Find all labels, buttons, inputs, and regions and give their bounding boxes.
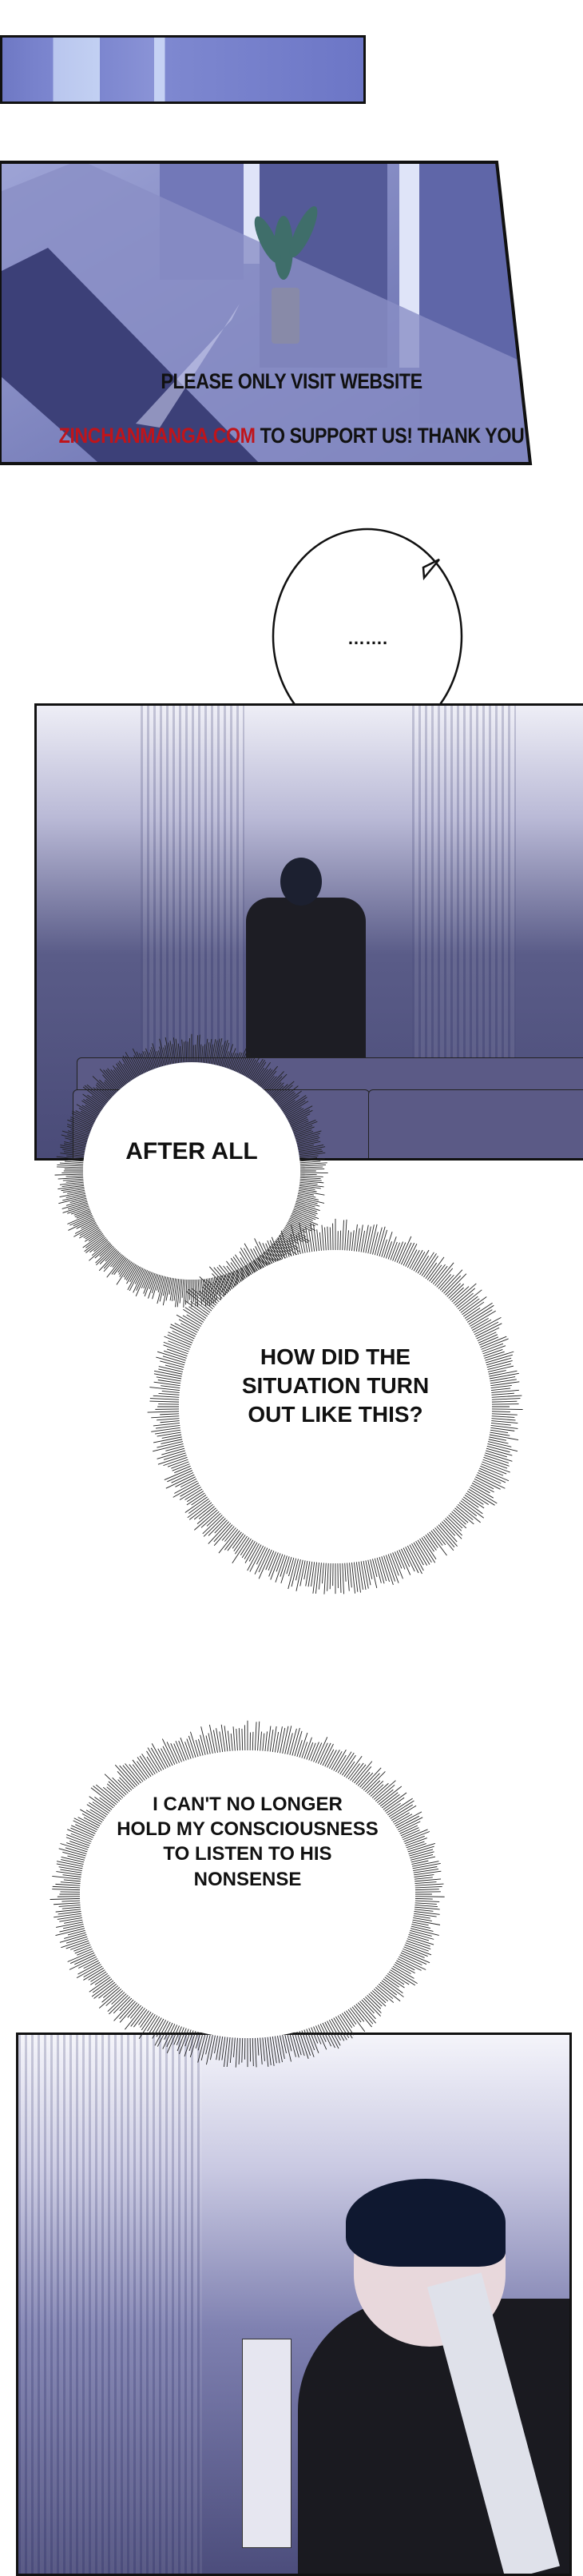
site-link[interactable]: ZINCHANMANGA.COM bbox=[58, 424, 256, 448]
text-line: NONSENSE bbox=[193, 1868, 302, 1890]
text-line: HOLD MY CONSCIOUSNESS bbox=[117, 1818, 379, 1841]
man-back bbox=[246, 898, 366, 1065]
bubble-body bbox=[179, 1250, 492, 1563]
man-hair bbox=[346, 2179, 506, 2267]
thought-bubble-cant bbox=[50, 1720, 445, 2068]
text-line: I CAN'T NO LONGER bbox=[153, 1794, 343, 1815]
bubble-body bbox=[80, 1750, 415, 2038]
thought-bubble-after-all bbox=[54, 1033, 328, 1308]
plant-pot bbox=[272, 288, 299, 344]
plant-leaves bbox=[254, 205, 318, 280]
after-all-text: AFTER ALL bbox=[125, 1138, 258, 1165]
text-line: HOW DID THE bbox=[260, 1344, 411, 1369]
ellipsis-text: ……. bbox=[347, 628, 388, 648]
text-line: TO LISTEN TO HIS bbox=[163, 1843, 332, 1865]
bubble-spikes bbox=[50, 1720, 445, 2068]
thought-bubble-how-did bbox=[147, 1218, 523, 1595]
comic-panel-man-leaning bbox=[16, 2033, 572, 2576]
notice-line-2: ZINCHANMANGA.COM TO SUPPORT US! THANK YO… bbox=[41, 424, 542, 448]
bubble-body bbox=[83, 1062, 300, 1280]
bubble-spikes bbox=[147, 1218, 523, 1595]
comic-panel-windowsill-plant bbox=[0, 161, 533, 465]
cant-text: I CAN'T NO LONGER HOLD MY CONSCIOUSNESS … bbox=[88, 1792, 407, 1892]
man-head bbox=[280, 858, 322, 906]
text-line: SITUATION TURN bbox=[241, 1372, 430, 1398]
comic-panel-window-strip bbox=[0, 35, 366, 104]
notice-line-2-rest: TO SUPPORT US! THANK YOU bbox=[255, 424, 525, 448]
notice-line-1: PLEASE ONLY VISIT WEBSITE bbox=[161, 369, 422, 393]
speaker bbox=[242, 2339, 292, 2548]
text-line: OUT LIKE THIS? bbox=[248, 1401, 423, 1427]
how-did-text: HOW DID THE SITUATION TURN OUT LIKE THIS… bbox=[208, 1343, 463, 1428]
